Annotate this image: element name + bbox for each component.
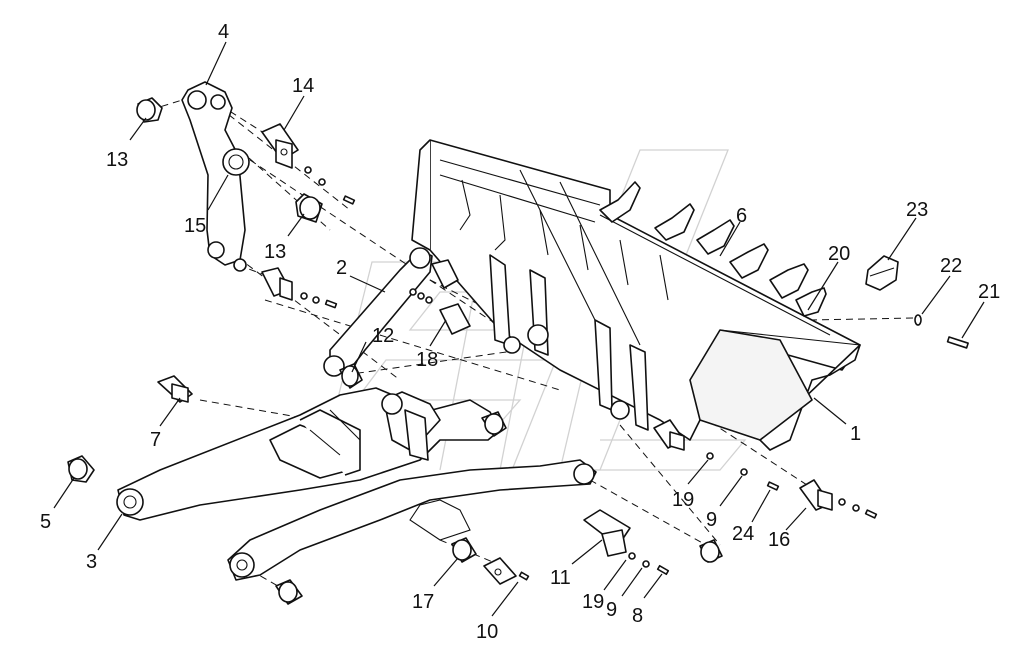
callout-21: 21 xyxy=(978,281,1000,303)
callout-2: 2 xyxy=(336,257,347,279)
callout-9-right: 9 xyxy=(706,509,717,531)
callout-16: 16 xyxy=(768,529,790,551)
pin-11-hardware xyxy=(628,552,670,576)
bushing-lower-right xyxy=(699,539,723,563)
callout-5: 5 xyxy=(40,511,51,533)
pin-link-lower xyxy=(261,267,338,309)
callout-24: 24 xyxy=(732,523,754,545)
link-plate xyxy=(181,81,250,272)
pin-21 xyxy=(946,336,969,349)
bushing-17 xyxy=(451,537,477,563)
pin-7 xyxy=(157,375,193,403)
callout-19-bottom: 19 xyxy=(582,591,604,613)
bucket-part xyxy=(411,139,861,451)
callout-23: 23 xyxy=(906,199,928,221)
bushing-5 xyxy=(67,455,95,483)
callout-13-top: 13 xyxy=(106,149,128,171)
pin-16 xyxy=(799,479,878,519)
pin-18 xyxy=(409,288,471,335)
tilt-link-2 xyxy=(323,247,459,377)
callout-14: 14 xyxy=(292,75,314,97)
pin-10 xyxy=(483,557,530,585)
callout-17: 17 xyxy=(412,591,434,613)
callout-8: 8 xyxy=(632,605,643,627)
pin-14 xyxy=(261,123,299,169)
callout-labels: 4 14 13 15 13 2 12 18 7 5 3 6 20 23 22 2… xyxy=(40,21,1000,643)
bushing-bucket-pivot xyxy=(503,324,630,420)
bushing-frame xyxy=(481,411,507,437)
callout-4: 4 xyxy=(218,21,229,43)
pin-bucket-lower xyxy=(653,419,685,451)
callout-10: 10 xyxy=(476,621,498,643)
bushing-12 xyxy=(339,363,363,389)
callout-18: 18 xyxy=(416,349,438,371)
bellcrank-lever xyxy=(381,391,441,461)
callout-3: 3 xyxy=(86,551,97,573)
callout-13-mid: 13 xyxy=(264,241,286,263)
callout-7: 7 xyxy=(150,429,161,451)
callout-1: 1 xyxy=(850,423,861,445)
bushing-bottom-left xyxy=(275,579,303,605)
bucket-teeth xyxy=(599,181,827,317)
hardware-19-9-24 xyxy=(706,452,780,491)
bushing-13-top xyxy=(136,97,163,123)
callout-9-bottom: 9 xyxy=(606,599,617,621)
callout-6: 6 xyxy=(736,205,747,227)
pin-11 xyxy=(583,509,631,557)
tooth-23 xyxy=(865,255,899,291)
callout-19-right: 19 xyxy=(672,489,694,511)
callout-15: 15 xyxy=(184,215,206,237)
retainer-22 xyxy=(914,314,922,326)
callout-20: 20 xyxy=(828,243,850,265)
callout-11: 11 xyxy=(550,567,571,589)
pin-hardware-top xyxy=(304,166,356,205)
bushing-13-mid xyxy=(295,193,323,223)
callout-12: 12 xyxy=(372,325,394,347)
callout-22: 22 xyxy=(940,255,962,277)
leader-lines xyxy=(53,41,985,617)
lift-arm-3 xyxy=(116,387,597,581)
